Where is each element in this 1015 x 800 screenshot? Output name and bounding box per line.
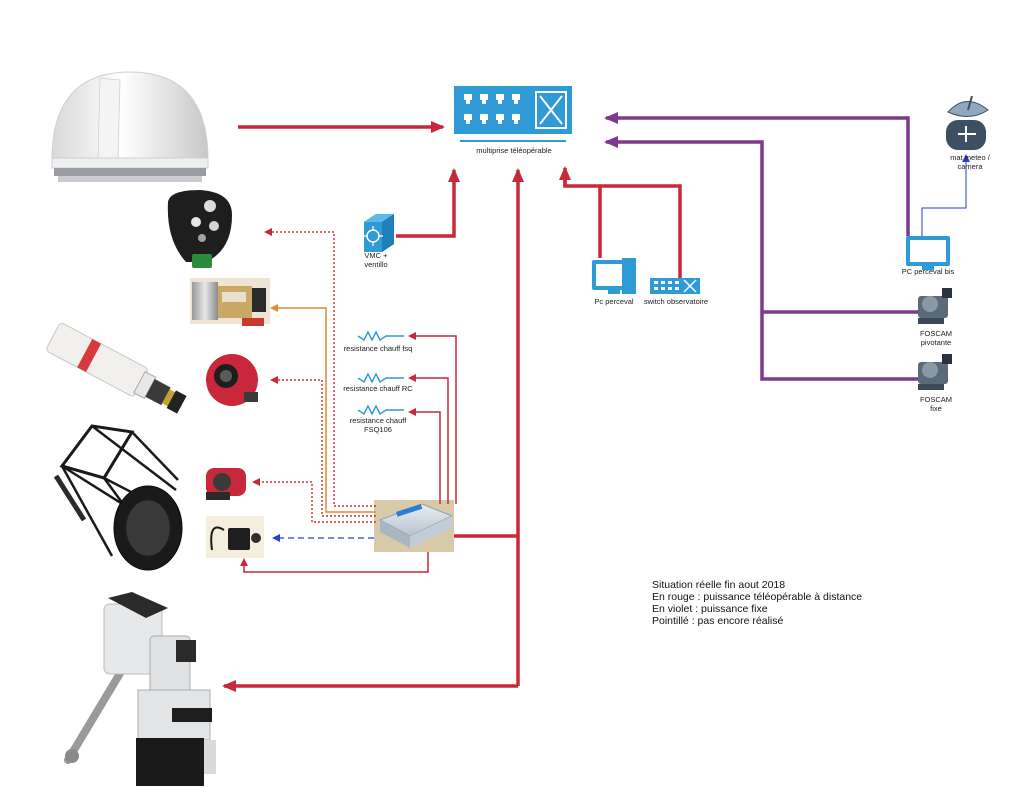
foscam-pivotante-icon — [918, 288, 952, 324]
box-to-filter-wheel-connection — [264, 228, 376, 507]
legend-line-3: En violet : puissance fixe — [652, 603, 768, 615]
heating-resistor-fsq106-icon — [357, 404, 404, 416]
box-to-focuser-connection — [270, 304, 376, 513]
legend-line-1: Situation réelle fin aout 2018 — [652, 579, 786, 591]
power-box-image — [374, 500, 454, 552]
legend-line-2: En rouge : puissance téléopérable à dist… — [652, 591, 863, 603]
focuser-camera-image — [190, 278, 270, 326]
box-to-resistor-fsq106-connection — [408, 408, 441, 504]
pc-perceval-icon — [592, 258, 636, 294]
pc-perceval-bis-label: PC perceval bis — [901, 267, 955, 276]
pc-bis-to-mast-connection — [921, 154, 970, 236]
hub-label: multiprise téléopérable — [476, 146, 552, 155]
weather-mast-icon — [946, 95, 989, 150]
foscam-pivotante-label: FOSCAM pivotante — [919, 329, 953, 347]
box-to-red-camera-1-connection — [270, 376, 376, 517]
vmc-to-hub-connection — [396, 168, 460, 238]
box-to-resistor-fsq-connection — [408, 332, 457, 504]
foscam-to-hub-connection — [606, 142, 918, 381]
equatorial-mount-image — [64, 592, 216, 786]
legend-line-4: Pointillé : pas encore réalisé — [652, 615, 784, 627]
rc-truss-telescope-image — [53, 424, 183, 571]
red-camera-1-image — [206, 354, 258, 406]
box-to-red-camera-2-connection — [252, 478, 376, 523]
switch-label: switch observatoire — [643, 297, 709, 306]
resistor-fsq-label: resistance chauff fsq — [343, 344, 413, 353]
resistor-fsq106-label: resistance chauff FSQ106 — [349, 416, 407, 434]
red-camera-2-image — [206, 468, 246, 500]
pc-perceval-label: Pc perceval — [594, 297, 634, 306]
pc-perceval-bis-icon — [906, 236, 950, 270]
controller-device-image — [206, 516, 264, 558]
vmc-label: VMC + ventillo — [364, 251, 388, 269]
pc-bis-to-hub-connection — [604, 112, 910, 236]
vmc-fan-icon — [363, 214, 394, 252]
weather-mast-label: mat meteo / camera — [950, 153, 990, 171]
filter-wheel-image — [167, 190, 232, 268]
refractor-telescope-image — [46, 323, 187, 414]
foscam-fixe-icon — [918, 354, 952, 390]
box-to-controller-red-connection — [240, 552, 429, 573]
foscam-fixe-label: FOSCAM fixe — [919, 395, 953, 413]
heating-resistor-fsq-icon — [357, 330, 404, 342]
resistor-rc-label: resistance chauff RC — [343, 384, 413, 393]
hub-icon — [454, 86, 572, 142]
observatory-dome-image — [51, 71, 209, 182]
switch-icon — [650, 278, 700, 294]
heating-resistor-rc-icon — [357, 372, 404, 384]
legend: Situation réelle fin aout 2018 En rouge … — [652, 579, 862, 627]
box-to-resistor-rc-connection — [408, 374, 449, 504]
